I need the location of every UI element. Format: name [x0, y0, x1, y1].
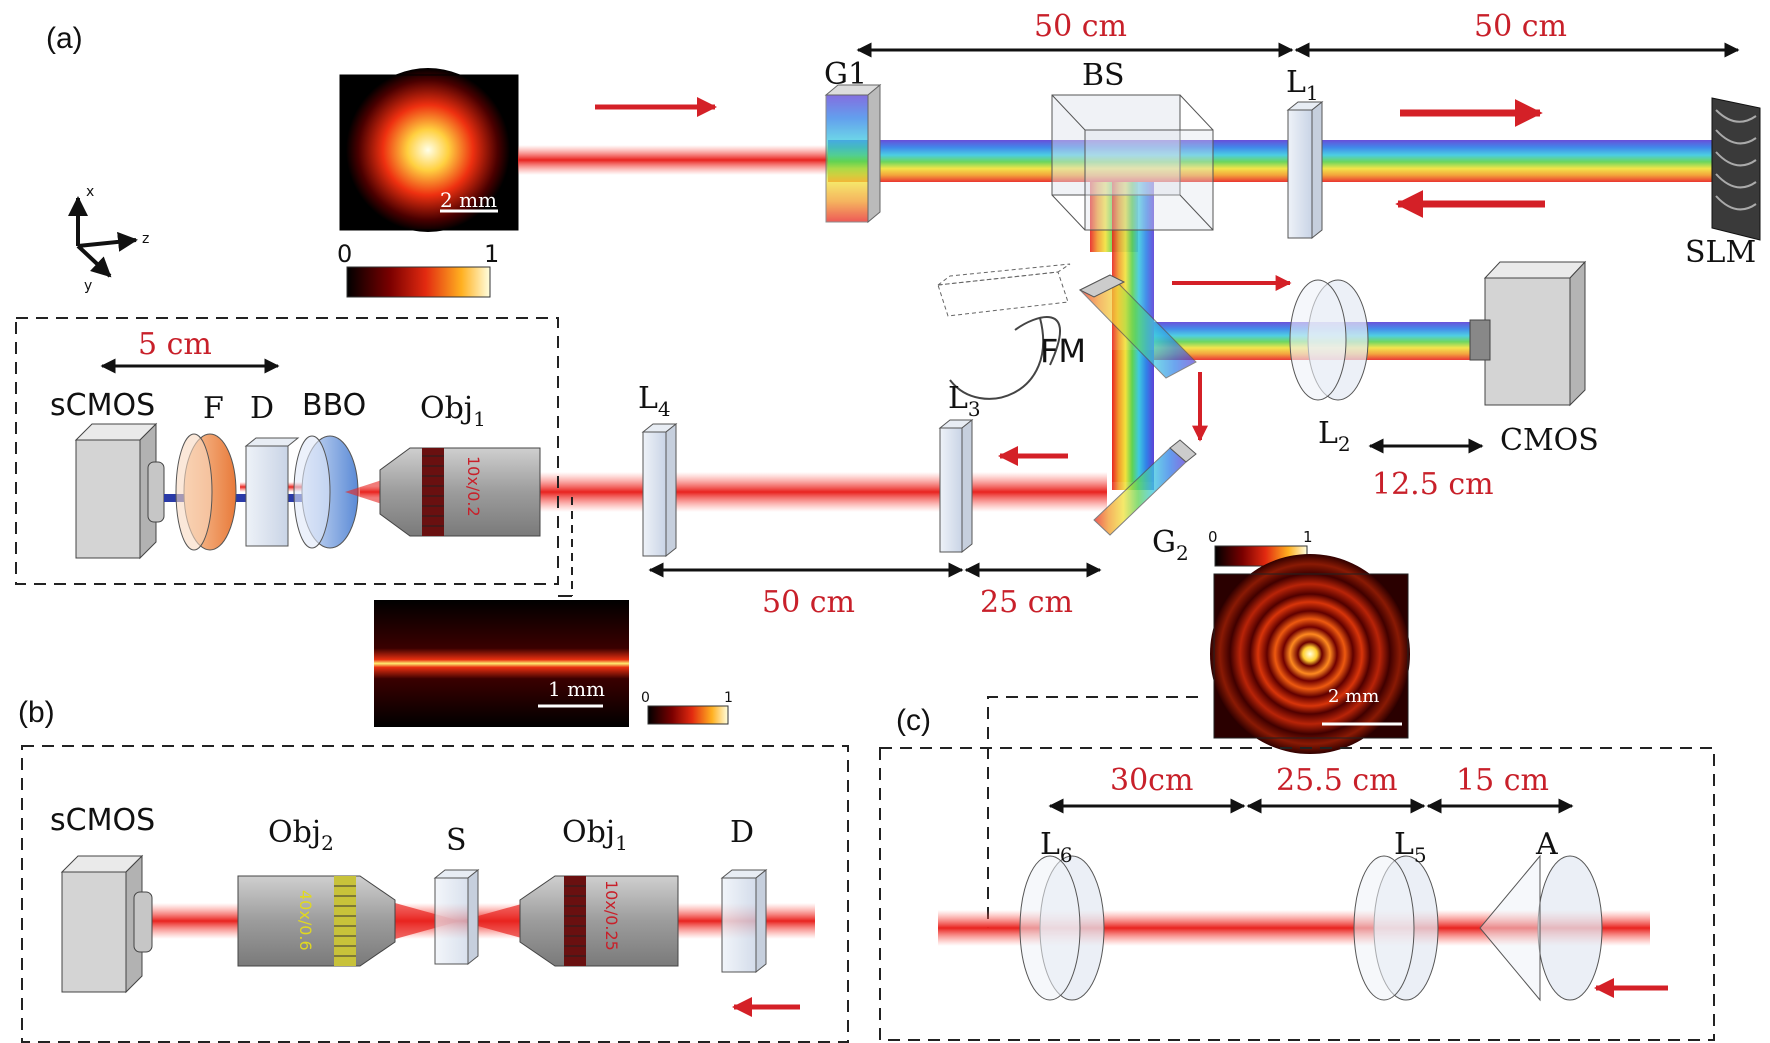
objective-obj1-a: 10x/0.2	[379, 447, 541, 537]
lens-l6	[1019, 855, 1105, 1001]
label-scmos-b: sCMOS	[50, 803, 155, 838]
grating-g2	[1093, 439, 1197, 536]
axis-z: z	[142, 231, 149, 247]
rings-scale-label: 2 mm	[1328, 686, 1379, 707]
scmos-camera-a	[74, 422, 165, 560]
rings-cbar-max: 1	[1303, 528, 1313, 546]
label-scmos-a: sCMOS	[50, 388, 155, 423]
sample-s	[433, 868, 480, 966]
lens-l2	[1289, 279, 1369, 401]
beam-cbar-min: 0	[337, 240, 352, 268]
panel-label-c: (c)	[896, 704, 931, 737]
label-obj1-b: Obj1	[562, 815, 628, 855]
cmos-camera	[1469, 260, 1587, 407]
label-obj2: Obj2	[268, 815, 334, 855]
filter-f	[175, 433, 237, 551]
flip-mirror	[936, 263, 1197, 400]
dist-mid-50: 50 cm	[762, 585, 855, 620]
panel-label-b: (b)	[18, 696, 55, 729]
line-cbar-max: 1	[724, 690, 733, 706]
label-l3: L3	[948, 381, 981, 421]
dichroic-d-b	[720, 868, 768, 974]
line-cbar-min: 0	[641, 690, 650, 706]
lens-l4	[641, 422, 678, 558]
main-beam	[535, 472, 1107, 512]
label-obj1-a: Obj1	[420, 391, 486, 431]
objective-obj1-b: 10x/0.25	[519, 875, 679, 967]
line-colorbar: 0 1	[641, 690, 733, 725]
scmos-camera-b	[60, 854, 153, 994]
line-scale-label: 1 mm	[548, 677, 605, 701]
dichroic-d	[244, 437, 300, 547]
grating-g1	[824, 83, 882, 224]
input-beam-image: 2 mm	[339, 68, 519, 232]
objective-obj2: 40x/0.6	[237, 875, 396, 967]
label-g2: G2	[1152, 525, 1189, 565]
obj1-mark-b: 10x/0.25	[602, 880, 621, 951]
label-slm: SLM	[1685, 235, 1756, 270]
dist-c-25-5: 25.5 cm	[1276, 763, 1398, 798]
dist-5cm: 5 cm	[138, 327, 212, 362]
dist-top-right: 50 cm	[1474, 9, 1567, 44]
dist-top-left: 50 cm	[1034, 9, 1127, 44]
beam-splitter	[1051, 94, 1214, 231]
lens-l5	[1353, 855, 1439, 1001]
slm	[1711, 97, 1761, 241]
obj1-mark-a: 10x/0.2	[464, 456, 483, 517]
lens-l3	[938, 418, 974, 554]
line-focus-image: 1 mm	[374, 600, 629, 727]
dist-c-30: 30cm	[1110, 763, 1193, 798]
dist-mid-25: 25 cm	[980, 585, 1073, 620]
beam-colorbar: 0 1	[337, 240, 499, 298]
label-a: A	[1535, 827, 1558, 862]
lens-l1	[1286, 100, 1324, 240]
label-f: F	[203, 391, 224, 426]
label-cmos: CMOS	[1500, 423, 1599, 458]
dist-12-5: 12.5 cm	[1372, 467, 1494, 502]
label-l2: L2	[1318, 416, 1351, 456]
label-l4: L4	[638, 381, 671, 421]
axis-y: y	[84, 278, 92, 294]
dispersed-beam-top	[828, 140, 1713, 182]
beam-cbar-max: 1	[484, 240, 499, 268]
obj2-mark: 40x/0.6	[296, 890, 315, 951]
label-l1: L1	[1286, 65, 1319, 105]
dist-c-15: 15 cm	[1456, 763, 1549, 798]
beam-scale-label: 2 mm	[440, 188, 497, 212]
bessel-rings-image: 2 mm	[1210, 554, 1410, 754]
detection-inset-box	[15, 317, 559, 585]
rings-cbar-min: 0	[1208, 528, 1218, 546]
label-d: D	[250, 391, 274, 426]
panel-label-a: (a)	[46, 22, 83, 55]
input-beam	[518, 145, 828, 175]
coordinate-axes: x z y	[68, 184, 149, 294]
label-g1: G1	[824, 57, 867, 92]
label-l5: L5	[1394, 827, 1427, 867]
label-s: S	[446, 823, 467, 858]
panel-c-box	[879, 747, 1715, 1041]
axicon-a	[1479, 854, 1603, 1002]
label-d-b: D	[730, 815, 754, 850]
label-fm: FM	[1040, 332, 1086, 370]
axis-x: x	[86, 184, 94, 200]
label-l6: L6	[1040, 827, 1073, 867]
label-bbo: BBO	[302, 388, 366, 423]
label-bs: BS	[1082, 58, 1125, 93]
